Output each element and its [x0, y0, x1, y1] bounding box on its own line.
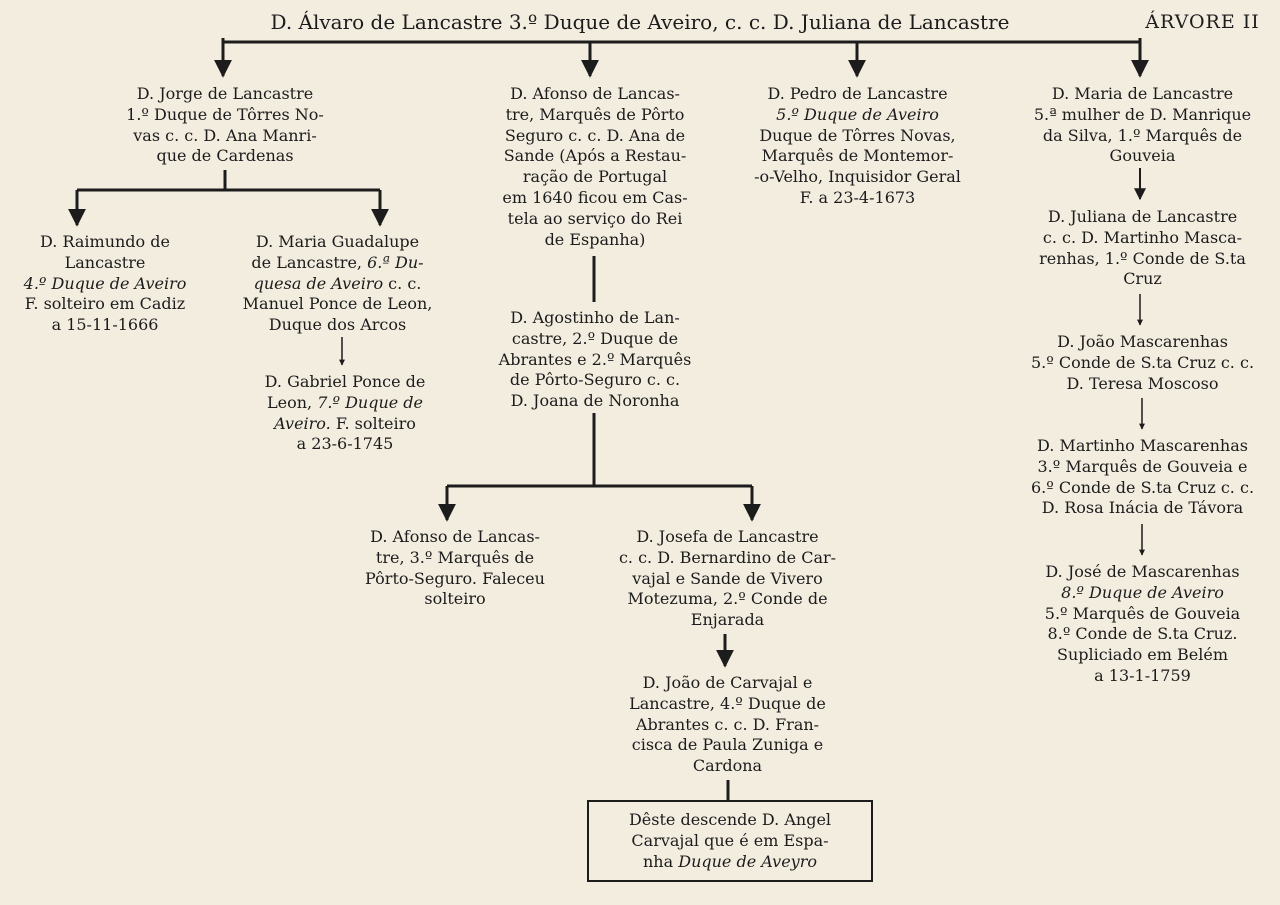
text-line: 3.º Marquês de Gouveia e	[1037, 456, 1248, 476]
text-line: que de Cardenas	[156, 146, 294, 166]
text-line: solteiro	[424, 589, 486, 609]
text-line: Duque dos Arcos	[268, 315, 407, 335]
text-line: 5.º Duque de Aveiro	[776, 104, 939, 124]
text-line: 5.ª mulher de D. Manrique	[1033, 104, 1252, 124]
text-line: a 15-11-1666	[51, 315, 159, 335]
text-line: D. Teresa Moscoso	[1066, 373, 1219, 393]
text-line: castre, 2.º Duque de	[511, 328, 679, 348]
text-line: -o-Velho, Inquisidor Geral	[754, 167, 961, 187]
text-line: Manuel Ponce de Leon,	[242, 294, 433, 314]
text-line: Leon, 7.º Duque de	[266, 392, 424, 412]
text-line: Cruz	[1123, 269, 1162, 289]
text-line: Abrantes e 2.º Marquês	[498, 349, 692, 369]
node-agostinho: D. Agostinho de Lan-castre, 2.º Duque de…	[455, 308, 735, 412]
text-line: D. Juliana de Lancastre	[1047, 207, 1238, 226]
text-line: Pôrto-Seguro. Faleceu	[365, 568, 545, 588]
text-line: c. c. D. Bernardino de Car-	[618, 547, 837, 567]
text-line: F. solteiro em Cadiz	[24, 294, 186, 314]
text-line: D. Maria de Lancastre	[1051, 84, 1234, 103]
text-line: Carvajal que é em Espa-	[631, 830, 829, 850]
text-line: 1.º Duque de Tôrres No-	[126, 104, 324, 124]
text-line: Dêste descende D. Angel	[628, 810, 832, 829]
text-line: quesa de Aveiro c. c.	[253, 273, 422, 293]
text-line: de Espanha)	[544, 229, 646, 249]
text-line: Motezuma, 2.º Conde de	[627, 589, 828, 609]
text-line: D. Joana de Noronha	[510, 391, 680, 411]
text-line: F. a 23-4-1673	[799, 187, 916, 207]
text-line: D. Agostinho de Lan-	[510, 308, 680, 327]
text-line: 4.º Duque de Aveiro	[23, 273, 187, 293]
text-line: renhas, 1.º Conde de S.ta	[1039, 248, 1246, 268]
text-line: D. Jorge de Lancastre	[136, 84, 314, 103]
text-line: 8.º Duque de Aveiro	[1061, 582, 1224, 602]
text-line: tela ao serviço do Rei	[507, 208, 683, 228]
text-line: c. c. D. Martinho Masca-	[1042, 227, 1243, 247]
text-line: Seguro c. c. D. Ana de	[504, 125, 686, 145]
text-line: Lancastre	[64, 252, 146, 272]
text-line: D. Rosa Inácia de Távora	[1041, 498, 1244, 518]
text-line: cisca de Paula Zuniga e	[631, 735, 824, 755]
text-line: D. Afonso de Lancas-	[370, 527, 540, 546]
text-line: Abrantes c. c. D. Fran-	[635, 714, 820, 734]
text-line: D. Pedro de Lancastre	[767, 84, 948, 103]
text-line: D. Gabriel Ponce de	[264, 372, 426, 391]
text-line: de Pôrto-Seguro c. c.	[509, 370, 681, 390]
text-line: 8.º Conde de S.ta Cruz.	[1047, 624, 1238, 644]
text-line: tre, 3.º Marquês de	[375, 547, 535, 567]
text-line: D. Josefa de Lancastre	[636, 527, 819, 546]
text-line: Duque de Tôrres Novas,	[759, 125, 956, 145]
text-line: da Silva, 1.º Marquês de	[1042, 125, 1243, 145]
text-line: D. Martinho Mascarenhas	[1037, 436, 1248, 455]
text-line: Lancastre, 4.º Duque de	[629, 693, 826, 713]
text-line: ração de Portugal	[522, 167, 668, 187]
text-line: D. João de Carvajal e	[642, 673, 813, 692]
root-ancestor: D. Álvaro de Lancastre 3.º Duque de Avei…	[270, 10, 1010, 34]
text-line: nha Duque de Aveyro	[643, 851, 817, 871]
text-line: Sande (Após a Restau-	[503, 146, 687, 166]
text-line: de Lancastre, 6.ª Du-	[251, 252, 424, 272]
text-line: Aveiro. F. solteiro	[274, 413, 416, 433]
text-line: 6.º Conde de S.ta Cruz c. c.	[1030, 477, 1255, 497]
text-line: Supliciado em Belém	[1056, 645, 1229, 665]
text-line: D. Raimundo de	[40, 232, 170, 251]
text-line: Enjarada	[690, 610, 765, 630]
text-line: vajal e Sande de Vivero	[632, 568, 823, 588]
text-line: D. João Mascarenhas	[1057, 332, 1228, 351]
tree-label: ÁRVORE II	[1145, 11, 1260, 33]
text-line: vas c. c. D. Ana Manri-	[133, 125, 317, 145]
text-line: Marquês de Montemor-	[761, 146, 954, 166]
text-line: tre, Marquês de Pôrto	[505, 104, 685, 124]
text-line: Gouveia	[1109, 146, 1176, 166]
node-afonso-marques: D. Afonso de Lancas-tre, Marquês de Pôrt…	[455, 84, 735, 250]
text-line: D. José de Mascarenhas	[1045, 562, 1240, 581]
text-line: D. Afonso de Lancas-	[510, 84, 680, 103]
text-line: a 23-6-1745	[296, 434, 394, 454]
text-line: em 1640 ficou em Cas-	[502, 187, 688, 207]
text-line: D. Maria Guadalupe	[255, 232, 420, 251]
text-line: a 13-1-1759	[1094, 665, 1191, 685]
text-line: Cardona	[692, 756, 763, 776]
text-line: 5.º Marquês de Gouveia	[1044, 603, 1241, 623]
text-line: 5.º Conde de S.ta Cruz c. c.	[1030, 352, 1255, 372]
